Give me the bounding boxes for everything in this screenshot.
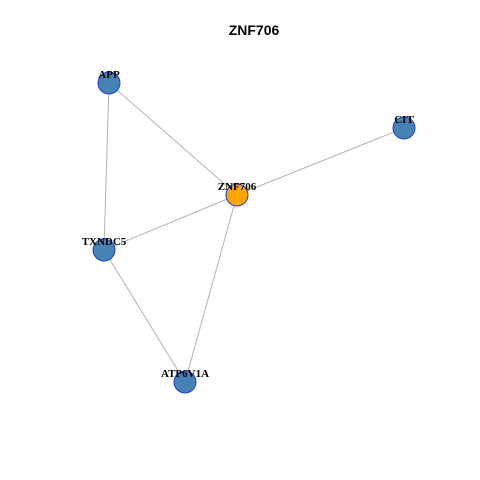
edge-znf706-txndc5 (103, 194, 238, 251)
edges-layer (103, 82, 405, 383)
edge-txndc5-atp6v1a (103, 249, 186, 383)
diagram-title: ZNF706 (229, 22, 280, 38)
node-znf706[interactable] (225, 183, 249, 207)
node-label-cit: CIT (394, 114, 414, 126)
node-cit[interactable] (392, 116, 416, 140)
node-label-znf706: ZNF706 (218, 181, 257, 193)
edge-cit-znf706 (236, 127, 405, 196)
node-txndc5[interactable] (92, 238, 116, 262)
edge-znf706-atp6v1a (184, 194, 238, 383)
node-label-app: APP (98, 69, 120, 81)
node-atp6v1a[interactable] (173, 370, 197, 394)
node-label-atp6v1a: ATP6V1A (161, 368, 209, 380)
nodes-layer (92, 71, 416, 394)
node-app[interactable] (97, 71, 121, 95)
node-label-txndc5: TXNDC5 (82, 236, 127, 248)
edge-app-znf706 (108, 82, 238, 196)
edge-app-txndc5 (103, 82, 110, 251)
